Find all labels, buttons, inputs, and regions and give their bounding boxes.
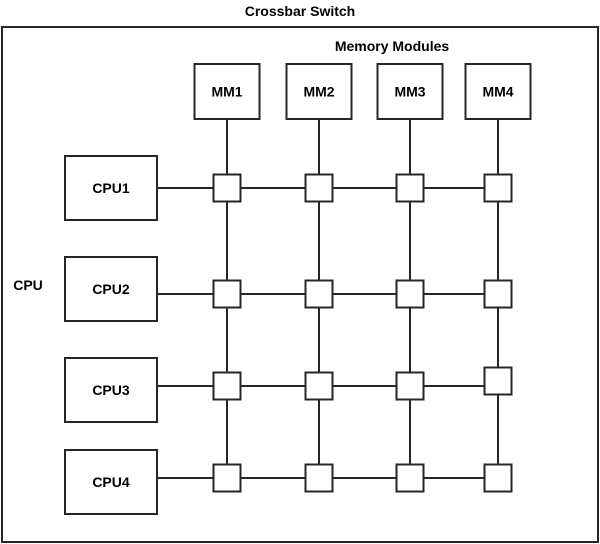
crosspoint-switch-r1-c1 <box>212 173 242 203</box>
cpu-label: CPU1 <box>92 180 130 196</box>
crosspoint-switch-r1-c2 <box>304 173 334 203</box>
crosspoint-switch-r4-c2 <box>304 463 334 493</box>
crosspoint-switch-r3-c2 <box>304 371 334 401</box>
cpu-box <box>64 449 158 515</box>
cpu-label: CPU3 <box>92 382 130 398</box>
cpu-label: CPU2 <box>92 281 130 297</box>
cpu-group-label: CPU <box>13 277 43 293</box>
memory-module-label: MM1 <box>211 84 242 100</box>
memory-module-label: MM4 <box>482 84 513 100</box>
crosspoint-switch-r4-c3 <box>395 463 425 493</box>
cpu-box <box>64 256 158 322</box>
cpu-1: CPU1 <box>64 155 158 221</box>
cpu-box <box>64 357 158 423</box>
memory-module-4: MM4 <box>464 63 532 120</box>
crosspoint-switch-r2-c4 <box>483 279 513 309</box>
memory-modules: MM1 MM2 MM3 MM4 <box>193 63 532 120</box>
memory-modules-label: Memory Modules <box>335 38 450 54</box>
crosspoint-switch-r1-c4 <box>483 173 513 203</box>
cpu-box <box>64 155 158 221</box>
crosspoint-switch-r1-c3 <box>395 173 425 203</box>
diagram-title: Crossbar Switch <box>245 3 355 19</box>
memory-module-box <box>193 63 261 120</box>
cpu-4: CPU4 <box>64 449 158 515</box>
cpu-3: CPU3 <box>64 357 158 423</box>
memory-module-box <box>376 63 444 120</box>
crosspoint-switch-r4-c4 <box>483 463 513 493</box>
memory-module-label: MM3 <box>394 84 425 100</box>
crosspoint-switch-r2-c2 <box>304 279 334 309</box>
memory-module-label: MM2 <box>303 84 334 100</box>
crosspoint-switch-r2-c3 <box>395 279 425 309</box>
crosspoint-switch-r3-c1 <box>212 371 242 401</box>
crossbar-frame <box>1 26 599 543</box>
cpu-label: CPU4 <box>92 474 130 490</box>
crosspoint-switch-r4-c1 <box>212 463 242 493</box>
memory-module-2: MM2 <box>285 63 353 120</box>
crosspoint-switch-r3-c4 <box>483 366 513 396</box>
memory-module-box <box>464 63 532 120</box>
memory-module-1: MM1 <box>193 63 261 120</box>
crosspoint-switch-r3-c3 <box>395 371 425 401</box>
crosspoint-switch-r2-c1 <box>212 279 242 309</box>
crosspoint-switches <box>212 173 513 493</box>
cpu-2: CPU2 <box>64 256 158 322</box>
memory-module-box <box>285 63 353 120</box>
memory-module-3: MM3 <box>376 63 444 120</box>
